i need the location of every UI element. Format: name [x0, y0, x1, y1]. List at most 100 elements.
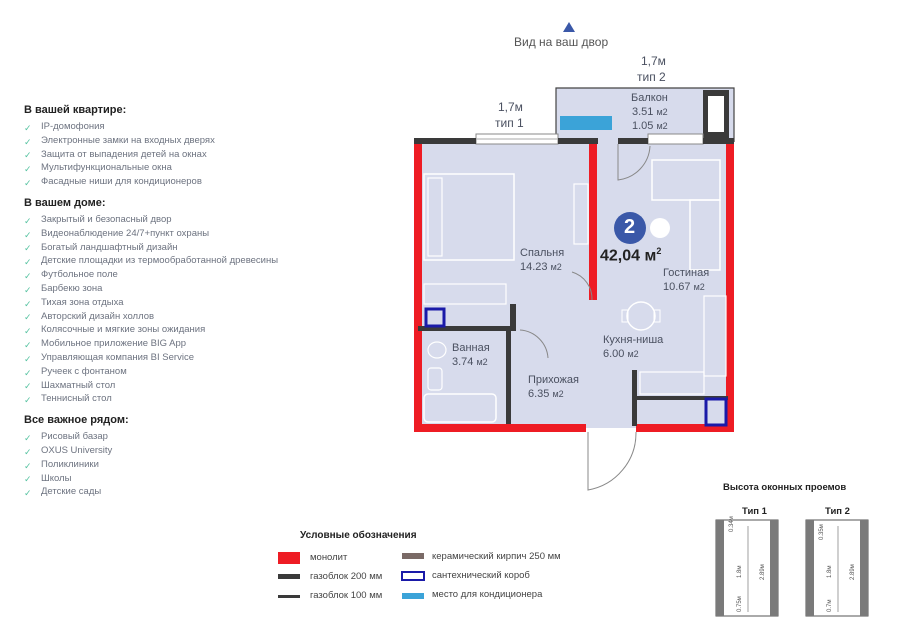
rooms-count: 2: [624, 216, 636, 238]
window-type2-label: Тип 2: [825, 506, 850, 517]
legend-item-brick: керамический кирпич 250 мм: [432, 551, 561, 562]
room-bathroom-area: 3.74 м2: [452, 356, 488, 368]
feature-item: ✓Управляющая компания BI Service: [24, 351, 194, 364]
room-bathroom-name: Ванная: [452, 342, 490, 354]
room-living-name: Гостиная: [663, 267, 710, 279]
window-1-width: 1,7м: [498, 100, 523, 114]
monolith-wall-right: [726, 140, 734, 432]
room-hallway-name: Прихожая: [528, 374, 579, 386]
view-arrow-icon: [563, 22, 575, 32]
sanitary-box: [424, 307, 446, 328]
feature-item: ✓Закрытый и безопасный двор: [24, 213, 172, 226]
monolith-wall-bottom-left: [414, 424, 586, 432]
feature-item: ✓OXUS University: [24, 444, 113, 457]
window-2-width: 1,7м: [641, 54, 666, 68]
apartment-floor: [418, 142, 732, 428]
room-bedroom-area: 14.23 м2: [520, 261, 562, 273]
sanitary-box: [704, 397, 728, 427]
room-balcony-area: 3.51 м2: [632, 106, 668, 118]
feature-item: ✓Фасадные ниши для кондиционеров: [24, 176, 202, 189]
room-kitchen-area: 6.00 м2: [603, 348, 639, 360]
legend-swatch-brick: [402, 553, 424, 559]
legend-item-ac: место для кондиционера: [432, 589, 543, 600]
room-kitchen-name: Кухня-ниша: [603, 334, 664, 346]
feature-item: ✓Богатый ландшафтный дизайн: [24, 241, 178, 254]
feature-item: ✓Рисовый базар: [24, 431, 108, 444]
feature-item: ✓Тихая зона отдыха: [24, 296, 124, 309]
check-icon: ✓: [24, 164, 32, 175]
feature-item: ✓Детские сады: [24, 486, 102, 499]
check-icon: ✓: [24, 460, 32, 471]
section-title: Все важное рядом:: [24, 414, 129, 427]
legend-swatch-monolith: [278, 552, 300, 564]
section-title: В вашей квартире:: [24, 104, 127, 116]
legend-title: Условные обозначения: [300, 530, 417, 541]
check-icon: ✓: [24, 367, 32, 378]
check-icon: ✓: [24, 474, 32, 485]
feature-item: ✓Футбольное поле: [24, 269, 118, 282]
feature-item: ✓Защита от выпадения детей на окнах: [24, 148, 207, 161]
feature-item: ✓IP-домофония: [24, 121, 105, 133]
check-icon: ✓: [24, 326, 32, 337]
legend-swatch-gas200: [278, 574, 300, 579]
check-icon: ✓: [24, 284, 32, 295]
check-icon: ✓: [24, 257, 32, 268]
room-balcony-area-2: 1.05 м2: [632, 120, 668, 132]
apartment-area: 42,04 м2: [600, 246, 662, 265]
check-icon: ✓: [24, 178, 32, 189]
monolith-wall-left: [414, 140, 422, 432]
check-icon: ✓: [24, 229, 32, 240]
legend-swatch-sanitary: [401, 571, 425, 581]
check-icon: ✓: [24, 243, 32, 254]
monolith-wall-bottom-right: [636, 424, 734, 432]
check-icon: ✓: [24, 150, 32, 161]
room-balcony-name: Балкон: [631, 92, 668, 104]
room-living-area: 10.67 м2: [663, 281, 705, 293]
check-icon: ✓: [24, 340, 32, 351]
check-icon: ✓: [24, 136, 32, 147]
window-type1-label: Тип 1: [742, 506, 767, 517]
feature-item: ✓Детские площадки из термообработанной д…: [24, 255, 279, 268]
sink: [427, 367, 443, 391]
window-type2-top: 0.35м: [819, 524, 825, 540]
feature-item: ✓Шахматный стол: [24, 379, 116, 392]
check-icon: ✓: [24, 433, 32, 444]
window-type2-middle: 1.8м: [827, 565, 833, 578]
feature-item: ✓Ручеек с фонтаном: [24, 365, 127, 378]
features-section-nearby: Все важное рядом: ✓Рисовый базар ✓OXUS U…: [24, 414, 278, 499]
feature-item: ✓Теннисный стол: [24, 393, 112, 406]
window-2-type: тип 2: [637, 70, 666, 84]
feature-item: ✓Видеонаблюдение 24/7+пункт охраны: [24, 227, 210, 240]
kitchen-counter: [703, 295, 727, 377]
check-icon: ✓: [24, 381, 32, 392]
features-section-apartment: В вашей квартире: ✓IP-домофония ✓Электро…: [24, 104, 278, 189]
feature-item: ✓Авторский дизайн холлов: [24, 310, 155, 323]
window-type2-total: 2.89м: [850, 564, 856, 580]
view-label: Вид на ваш двор: [514, 35, 609, 49]
window-type1-middle: 1.8м: [737, 565, 743, 578]
feature-item: ✓Колясочные и мягкие зоны ожидания: [24, 324, 206, 337]
room-bedroom-name: Спальня: [520, 247, 565, 259]
check-icon: ✓: [24, 312, 32, 323]
monolith-column: [589, 140, 597, 300]
window-type1-diagram: [715, 519, 779, 617]
legend-item-sanitary: сантехнический короб: [432, 570, 530, 581]
window-type1-top: 0.34м: [729, 516, 735, 532]
window-type2-bottom: 0.7м: [827, 599, 833, 612]
check-icon: ✓: [24, 395, 32, 406]
toilet: [427, 341, 447, 359]
legend-swatch-gas100: [278, 595, 300, 598]
feature-item: ✓Поликлиники: [24, 458, 99, 471]
legend-swatch-ac: [402, 593, 424, 599]
feature-item: ✓Электронные замки на входных дверях: [24, 134, 215, 147]
check-icon: ✓: [24, 353, 32, 364]
check-icon: ✓: [24, 446, 32, 457]
check-icon: ✓: [24, 488, 32, 499]
check-icon: ✓: [24, 215, 32, 226]
check-icon: ✓: [24, 298, 32, 309]
feature-item: ✓Школы: [24, 472, 72, 485]
sofa: [651, 159, 721, 201]
rooms-badge: [614, 212, 646, 244]
section-title: В вашем доме:: [24, 196, 106, 209]
